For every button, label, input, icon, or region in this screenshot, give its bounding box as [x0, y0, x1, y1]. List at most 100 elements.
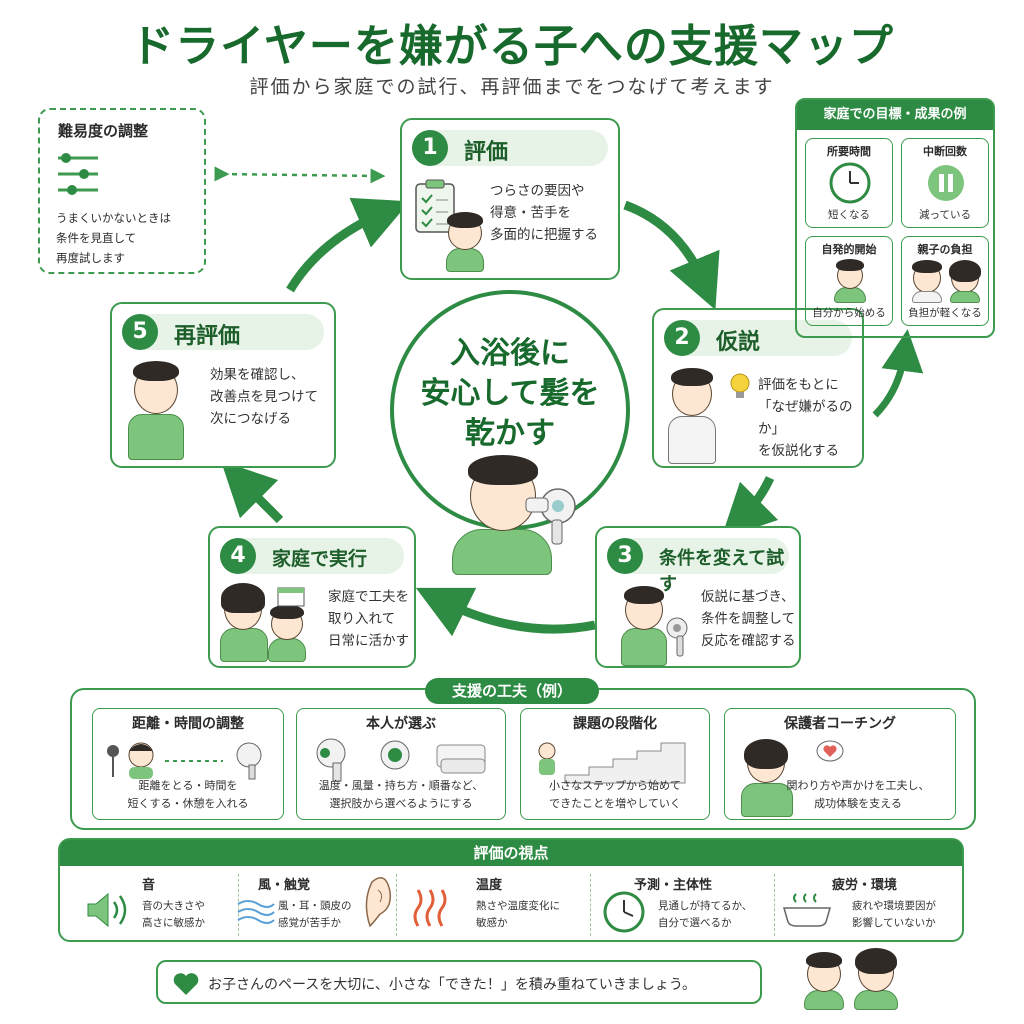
hair-dryer-icon	[666, 617, 688, 657]
goal-burden-title: 親子の負担	[917, 243, 973, 256]
goal-child-figure	[832, 259, 868, 303]
goal-interruptions: 中断回数 減っている	[901, 138, 989, 228]
goal-self-start: 自発的開始 自分から始める	[805, 236, 893, 326]
viewpoint-temperature: 温度 熱さや温度変化に 敏感か	[410, 872, 580, 938]
ear-icon	[365, 877, 392, 928]
step-5-header: 5 再評価	[122, 314, 324, 350]
difficulty-text: うまくいかないときは 条件を見直して 再度試します	[56, 211, 171, 265]
step-2-card: 2 仮説 評価をもとに 「なぜ嫌がるのか」 を仮説化する	[652, 308, 864, 468]
step-3-number: 3	[607, 538, 643, 574]
viewpoint-fatigue-text: 疲れや環境要因が 影響していないか	[852, 900, 936, 929]
support-parent-coaching-title: 保護者コーチング	[784, 716, 896, 732]
arrow-4-to-5	[220, 460, 284, 524]
support-steps-text: 小さなステップから始めて できたことを増やしていく	[549, 779, 681, 810]
child-with-dryer-figure	[619, 580, 669, 666]
viewpoint-temperature-title: 温度	[476, 878, 503, 893]
viewpoints-title: 評価の視点	[60, 840, 962, 866]
adult-thinking-figure	[662, 364, 722, 464]
support-self-choice-title: 本人が選ぶ	[366, 716, 436, 732]
happy-child-figure	[448, 455, 558, 575]
support-steps: 課題の段階化 小さなステップから始めて できたことを増やしていく	[520, 708, 710, 820]
arrow-2-to-3	[720, 476, 779, 540]
wind-icon	[237, 900, 275, 924]
footer-child-figure	[800, 950, 848, 1010]
arrow-3-to-4	[415, 587, 596, 637]
goal-mother-figure	[948, 259, 982, 303]
bathtub-icon	[783, 893, 831, 927]
arrow-1-to-2	[623, 200, 720, 310]
goal-time: 所要時間 短くなる	[805, 138, 893, 228]
step-3-header: 3 条件を変えて試す	[607, 538, 789, 595]
viewpoint-wind-touch: 風・触覚 風・耳・頭皮の 感覚が苦手か	[236, 872, 396, 938]
step-4-text: 家庭で工夫を 取り入れて 日常に活かす	[328, 589, 409, 649]
goal-time-text: 短くなる	[828, 209, 870, 221]
parent-figure	[218, 578, 268, 662]
adult-with-clipboard-figure	[124, 356, 188, 460]
lightbulb-icon	[730, 373, 750, 398]
step-5-card: 5 再評価 効果を確認し、 改善点を見つけて 次につなげる	[110, 302, 336, 468]
step-5-text: 効果を確認し、 改善点を見つけて 次につなげる	[210, 367, 318, 427]
home-goals-panel: 家庭での目標・成果の例 所要時間 短くなる 中断回数 減っている 自発的開始 自…	[795, 98, 995, 338]
center-hair-dryer-icon	[525, 488, 576, 545]
heart-icon	[173, 973, 199, 995]
heat-icon	[413, 889, 447, 927]
goal-interruptions-title: 中断回数	[923, 145, 967, 158]
footer-message: お子さんのペースを大切に、小さな「できた！」を積み重ねていきましょう。	[156, 960, 762, 1004]
viewpoint-sound-title: 音	[142, 878, 156, 893]
support-self-choice: 本人が選ぶ 温度・風量・持ち方・順番など、 選択肢から選べるようにする	[296, 708, 506, 820]
step-5-title: 再評価	[174, 324, 241, 349]
step-4-number: 4	[220, 538, 256, 574]
goal-self-start-text: 自分から始める	[812, 307, 886, 319]
speaker-icon	[87, 892, 127, 928]
viewpoint-fatigue: 疲労・環境 疲れや環境要因が 影響していないか	[782, 872, 960, 938]
viewpoint-clock-icon	[603, 891, 645, 933]
support-distance-time: 距離・時間の調整 距離をとる・時間を 短くする・休憩を入れる	[92, 708, 284, 820]
support-distance-time-text: 距離をとる・時間を 短くする・休憩を入れる	[127, 779, 249, 810]
viewpoint-wind-touch-text: 風・耳・頭皮の 感覚が苦手か	[278, 900, 352, 929]
step-2-title: 仮説	[716, 330, 761, 355]
clipboard-icon	[415, 179, 455, 233]
goal-text: 入浴後に 安心して髪を 乾かす	[420, 336, 600, 451]
goal-time-title: 所要時間	[827, 145, 871, 158]
support-parent-coaching-text: 関わり方や声かけを工夫し、 成功体験を支える	[786, 779, 930, 810]
goal-interruptions-text: 減っている	[919, 209, 971, 221]
goal-burden: 親子の負担 負担が軽くなる	[901, 236, 989, 326]
pause-icon	[928, 165, 964, 201]
home-goals-title: 家庭での目標・成果の例	[797, 100, 993, 130]
step-3-card: 3 条件を変えて試す 仮説に基づき、 条件を調整して 反応を確認する	[595, 526, 801, 668]
viewpoints-section: 評価の視点 音 音の大きさや 高さに敏感か 風・触覚 風・耳・頭皮の 感覚が苦手…	[58, 838, 964, 942]
step-1-header: 1 評価	[412, 130, 608, 166]
stairs-icon	[538, 742, 686, 784]
coaching-parent-figure	[739, 739, 795, 817]
heart-bubble-icon	[816, 740, 844, 762]
distance-icon	[107, 742, 262, 780]
choice-items-icon	[316, 738, 486, 782]
step-5-number: 5	[122, 314, 158, 350]
viewpoint-sound-text: 音の大きさや 高さに敏感か	[142, 900, 205, 929]
support-section: 距離・時間の調整 距離をとる・時間を 短くする・休憩を入れる 本人が選ぶ 温度・…	[70, 688, 976, 830]
step-4-title: 家庭で実行	[272, 548, 368, 570]
footer-parent-figure	[850, 946, 902, 1010]
page-title: ドライヤーを嫌がる子への支援マップ	[130, 21, 894, 72]
step-3-title: 条件を変えて試す	[659, 548, 785, 595]
calendar-icon	[277, 587, 305, 607]
step-1-number: 1	[412, 130, 448, 166]
step-2-number: 2	[664, 320, 700, 356]
page-subtitle: 評価から家庭での試行、再評価までをつなげて考えます	[249, 76, 775, 98]
step-4-card: 4 家庭で実行 家庭で工夫を 取り入れて 日常に活かす	[208, 526, 416, 668]
arrow-2-to-goals	[872, 329, 924, 418]
viewpoint-fatigue-title: 疲労・環境	[832, 878, 898, 893]
step-4-header: 4 家庭で実行	[220, 538, 404, 574]
child-figure	[266, 604, 308, 662]
viewpoint-sound: 音 音の大きさや 高さに敏感か	[84, 872, 234, 938]
sliders-icon	[58, 153, 98, 195]
viewpoint-prediction: 予測・主体性 見通しが持てるか、 自分で選べるか	[602, 872, 772, 938]
support-distance-time-title: 距離・時間の調整	[132, 716, 244, 732]
viewpoint-temperature-text: 熱さや温度変化に 敏感か	[476, 900, 560, 929]
support-self-choice-text: 温度・風量・持ち方・順番など、 選択肢から選べるようにする	[318, 779, 484, 810]
step-3-text: 仮説に基づき、 条件を調整して 反応を確認する	[701, 589, 796, 649]
support-steps-title: 課題の段階化	[573, 716, 657, 732]
step-2-header: 2 仮説	[664, 320, 852, 356]
support-title: 支援の工夫（例）	[425, 678, 599, 704]
